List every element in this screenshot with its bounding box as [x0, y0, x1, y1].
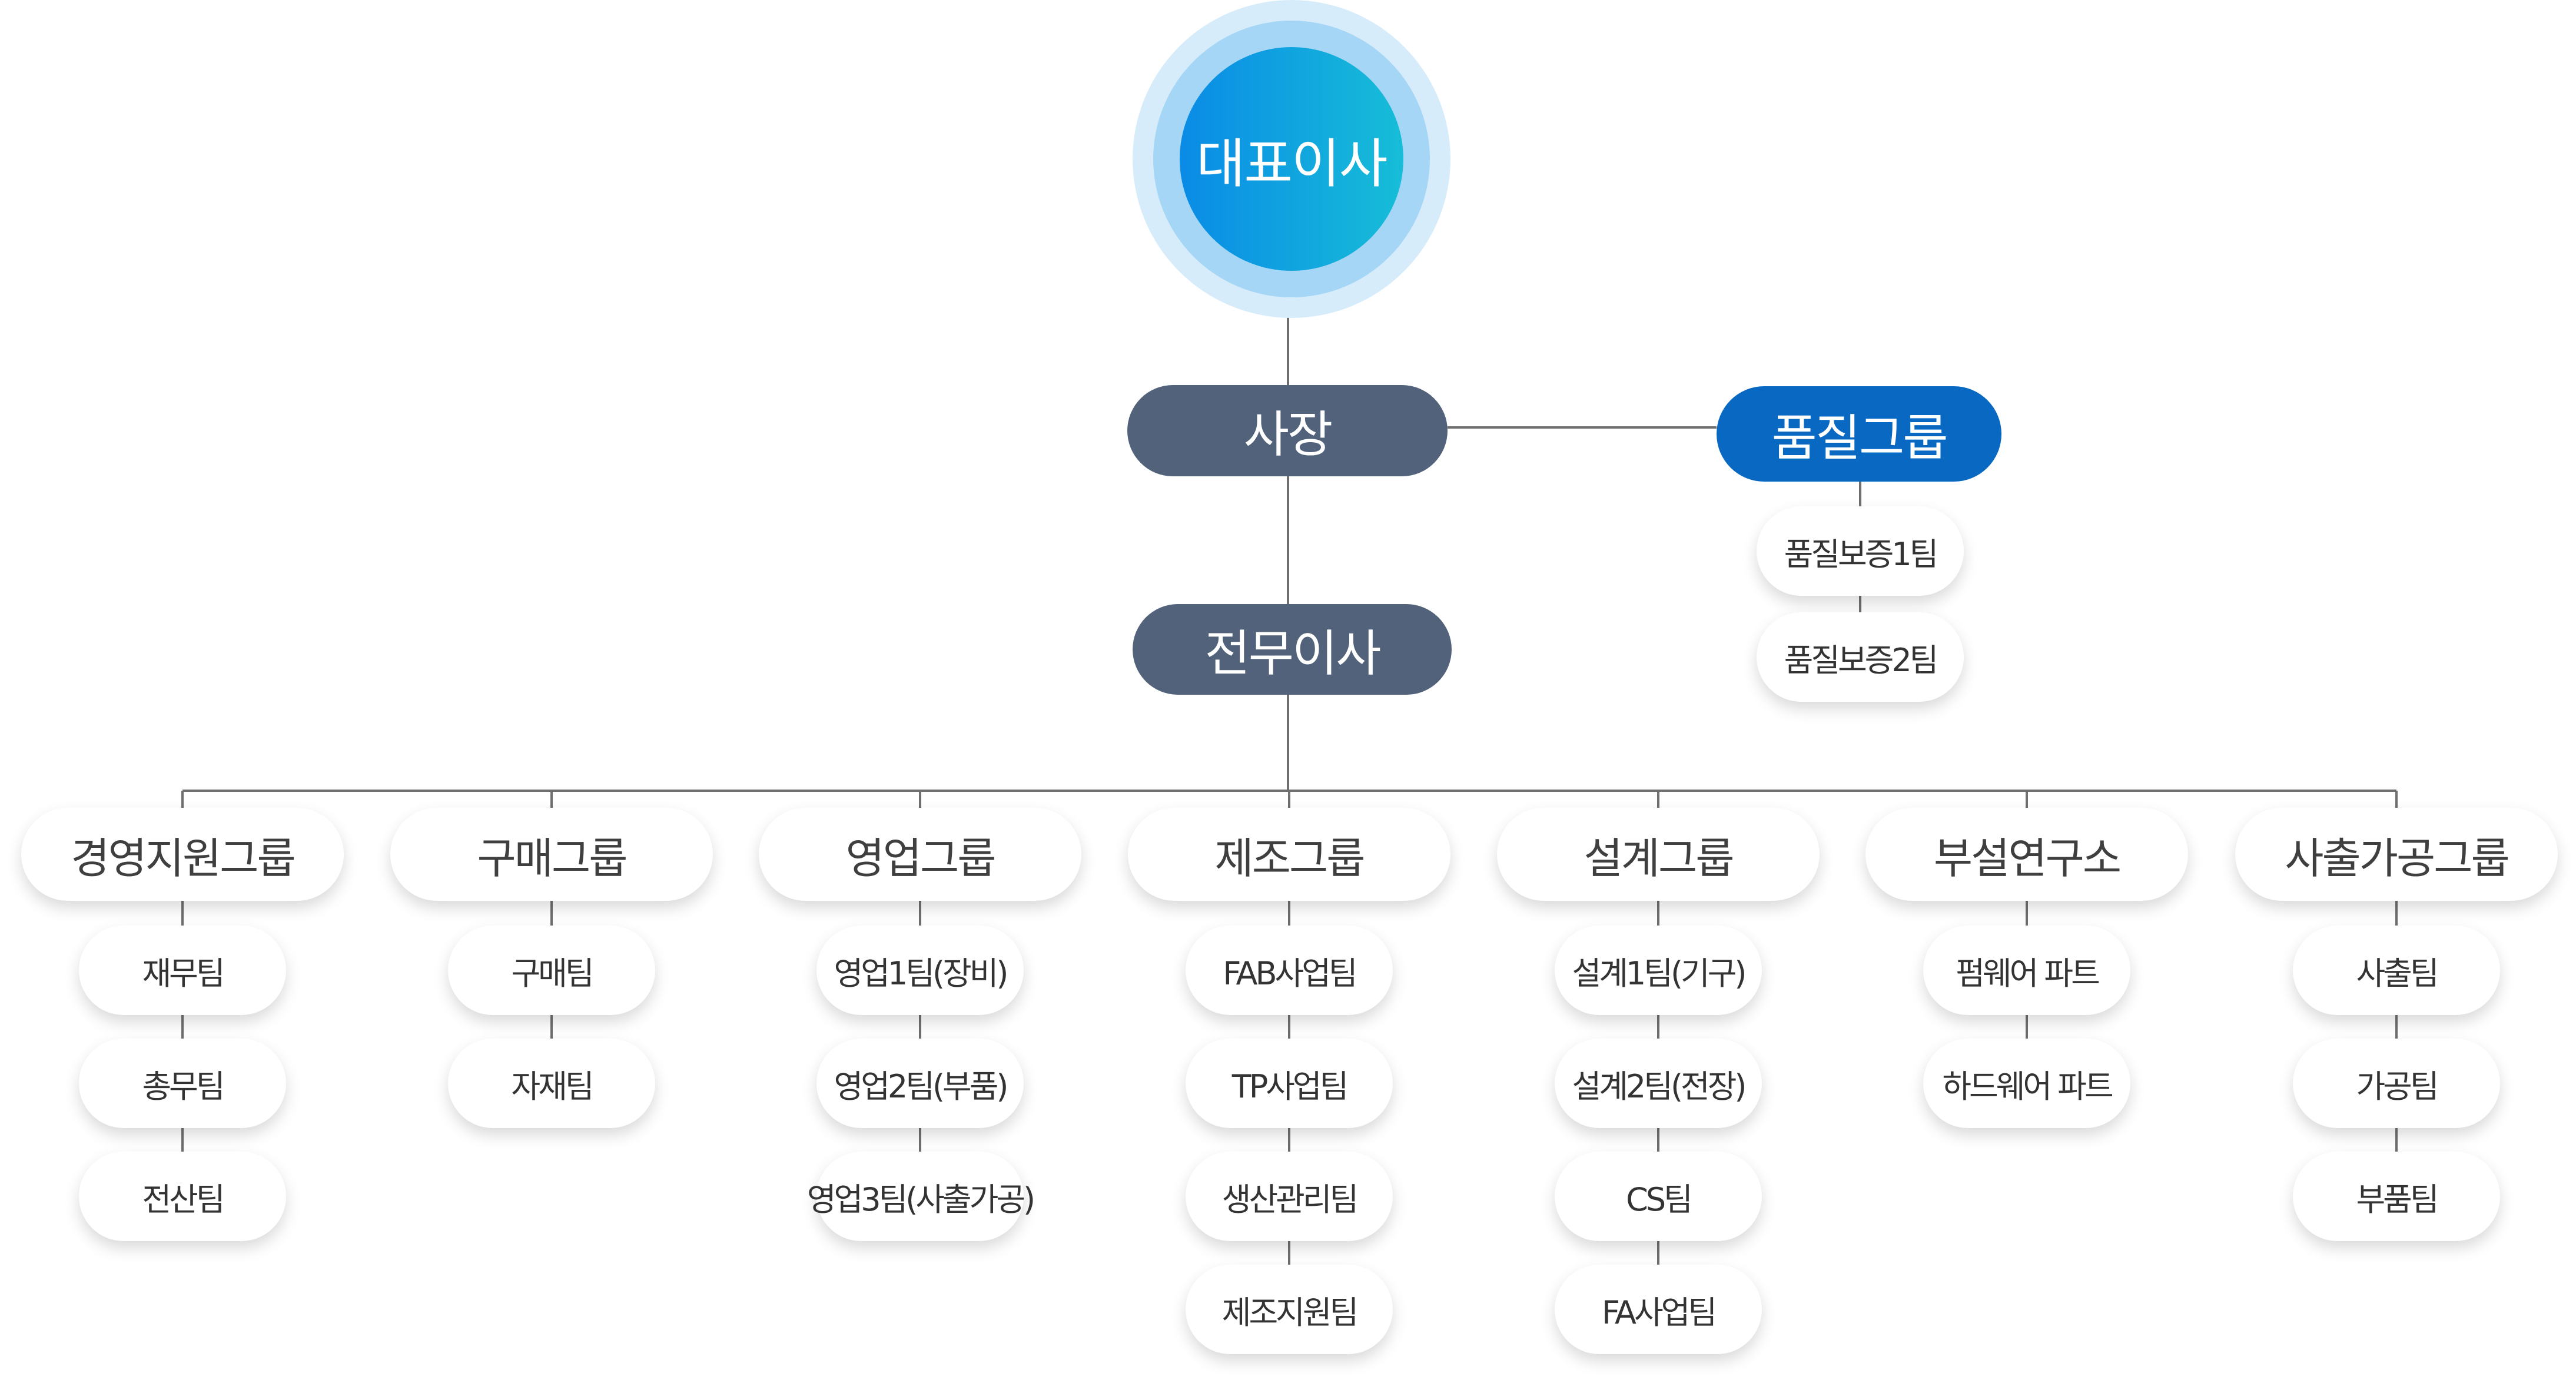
team-node: FAB사업팀	[1186, 926, 1393, 1015]
quality-group-node: 품질그룹	[1717, 386, 2001, 482]
team-node: 영업2팀(부품)	[816, 1039, 1024, 1128]
team-node: CS팀	[1555, 1152, 1762, 1241]
group-node: 부설연구소	[1865, 808, 2188, 901]
president-node: 사장	[1127, 385, 1448, 476]
team-node: 전산팀	[79, 1152, 286, 1241]
team-node: TP사업팀	[1186, 1039, 1393, 1128]
group-node: 경영지원그룹	[21, 808, 344, 901]
team-node: 하드웨어 파트	[1923, 1039, 2130, 1128]
group-node: 구매그룹	[390, 808, 713, 901]
team-node: 가공팀	[2293, 1039, 2500, 1128]
ceo-node: 대표이사	[1180, 47, 1403, 271]
team-node: 생산관리팀	[1186, 1152, 1393, 1241]
team-node: 설계2팀(전장)	[1555, 1039, 1762, 1128]
team-node: 제조지원팀	[1186, 1265, 1393, 1354]
group-node: 영업그룹	[759, 808, 1081, 901]
team-node: 부품팀	[2293, 1152, 2500, 1241]
team-node: 재무팀	[79, 926, 286, 1015]
team-node: 설계1팀(기구)	[1555, 926, 1762, 1015]
team-node: 영업3팀(사출가공)	[807, 1152, 1035, 1241]
team-node: 사출팀	[2293, 926, 2500, 1015]
team-node: 총무팀	[79, 1039, 286, 1128]
director-node: 전무이사	[1133, 604, 1452, 695]
quality-team-node: 품질보증1팀	[1757, 506, 1964, 596]
team-node: 구매팀	[448, 926, 655, 1015]
team-node: 펌웨어 파트	[1923, 926, 2130, 1015]
team-node: 영업1팀(장비)	[816, 926, 1024, 1015]
team-node: 자재팀	[448, 1039, 655, 1128]
group-node: 사출가공그룹	[2235, 808, 2558, 901]
group-node: 설계그룹	[1497, 808, 1820, 901]
team-node: FA사업팀	[1555, 1265, 1762, 1354]
group-node: 제조그룹	[1128, 808, 1450, 901]
quality-team-node: 품질보증2팀	[1757, 612, 1964, 702]
